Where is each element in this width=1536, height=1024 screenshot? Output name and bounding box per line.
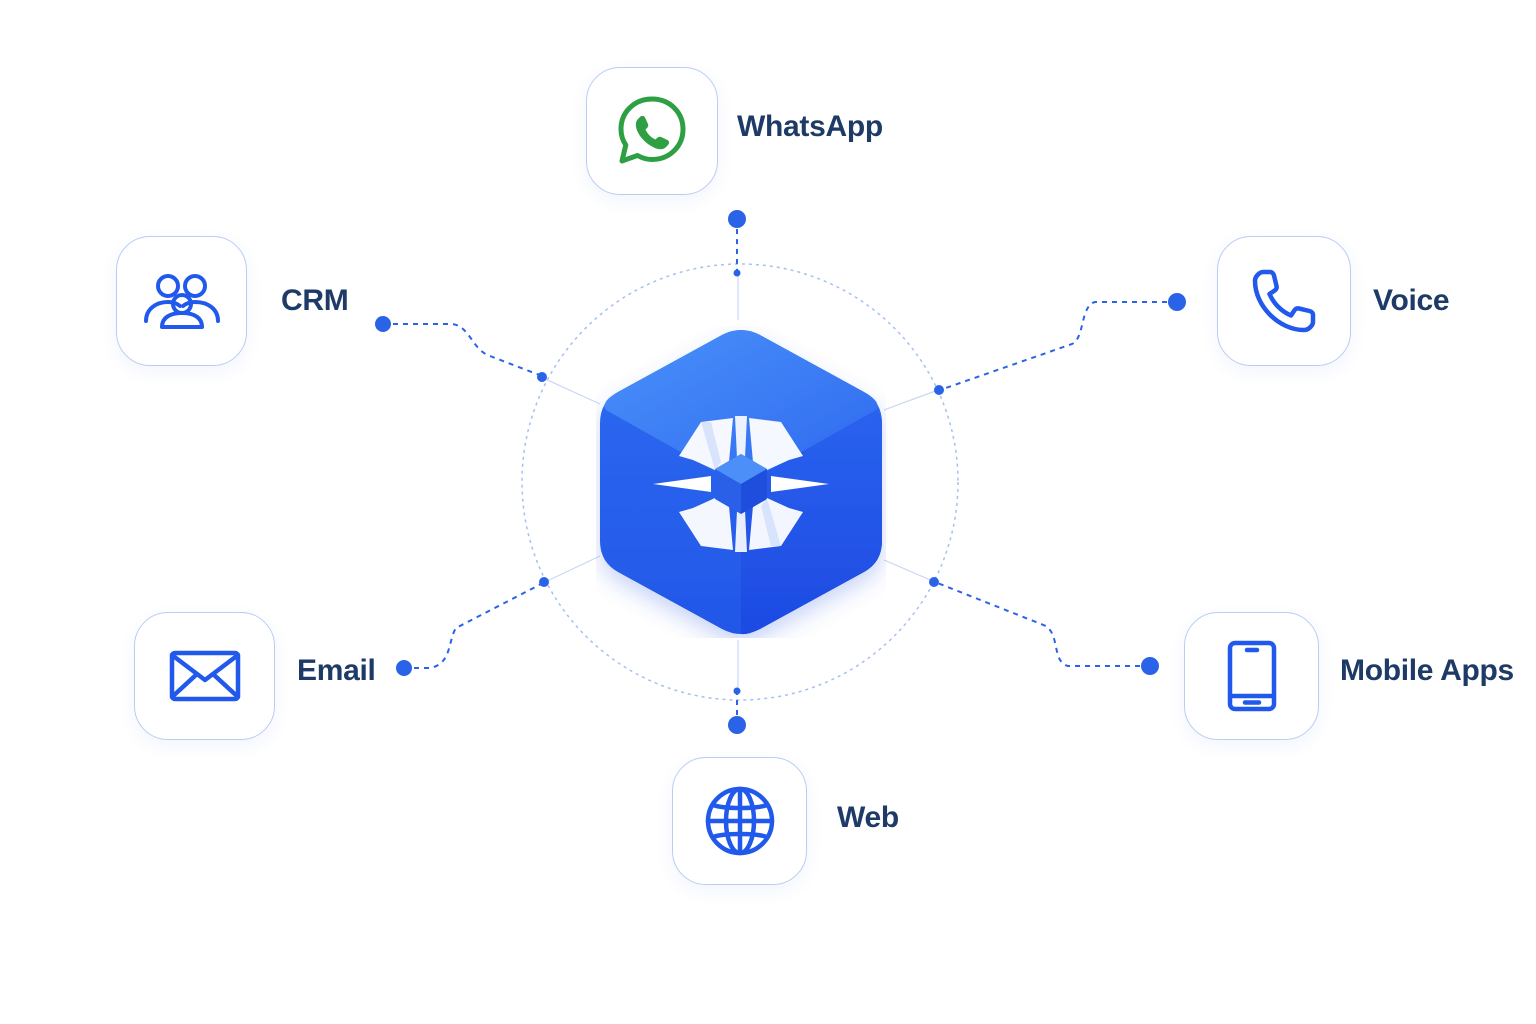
voice-label: Voice <box>1373 284 1450 317</box>
globe-icon <box>705 786 774 856</box>
endpoint-dot-mobile-apps <box>1141 657 1159 675</box>
users-icon <box>143 274 220 329</box>
endpoint-dot-email <box>396 660 412 676</box>
connector-voice <box>939 301 1177 391</box>
whatsapp-label: WhatsApp <box>737 110 883 143</box>
web-label: Web <box>837 801 899 834</box>
mobile-phone-icon <box>1227 640 1276 712</box>
mobile-apps-card[interactable] <box>1184 612 1319 740</box>
phone-icon <box>1252 269 1316 333</box>
endpoint-dot-web <box>728 716 746 734</box>
envelope-icon <box>169 650 240 702</box>
web-card[interactable] <box>672 757 807 885</box>
whatsapp-card[interactable] <box>586 67 718 195</box>
orbit-ring <box>521 263 959 701</box>
email-label: Email <box>297 654 376 687</box>
voice-card[interactable] <box>1217 236 1351 366</box>
compass-star-icon <box>600 330 882 635</box>
endpoint-dot-voice <box>1168 293 1186 311</box>
connector-crm <box>383 323 543 377</box>
crm-card[interactable] <box>116 236 247 366</box>
crm-label: CRM <box>281 284 349 317</box>
connector-mobile-apps <box>934 581 1150 667</box>
whatsapp-icon <box>618 96 686 164</box>
central-hub[interactable] <box>596 326 886 638</box>
connector-email <box>404 581 546 669</box>
endpoint-dot-crm <box>375 316 391 332</box>
endpoint-dot-whatsapp <box>728 210 746 228</box>
mobile-apps-label: Mobile Apps <box>1340 654 1514 687</box>
email-card[interactable] <box>134 612 275 740</box>
